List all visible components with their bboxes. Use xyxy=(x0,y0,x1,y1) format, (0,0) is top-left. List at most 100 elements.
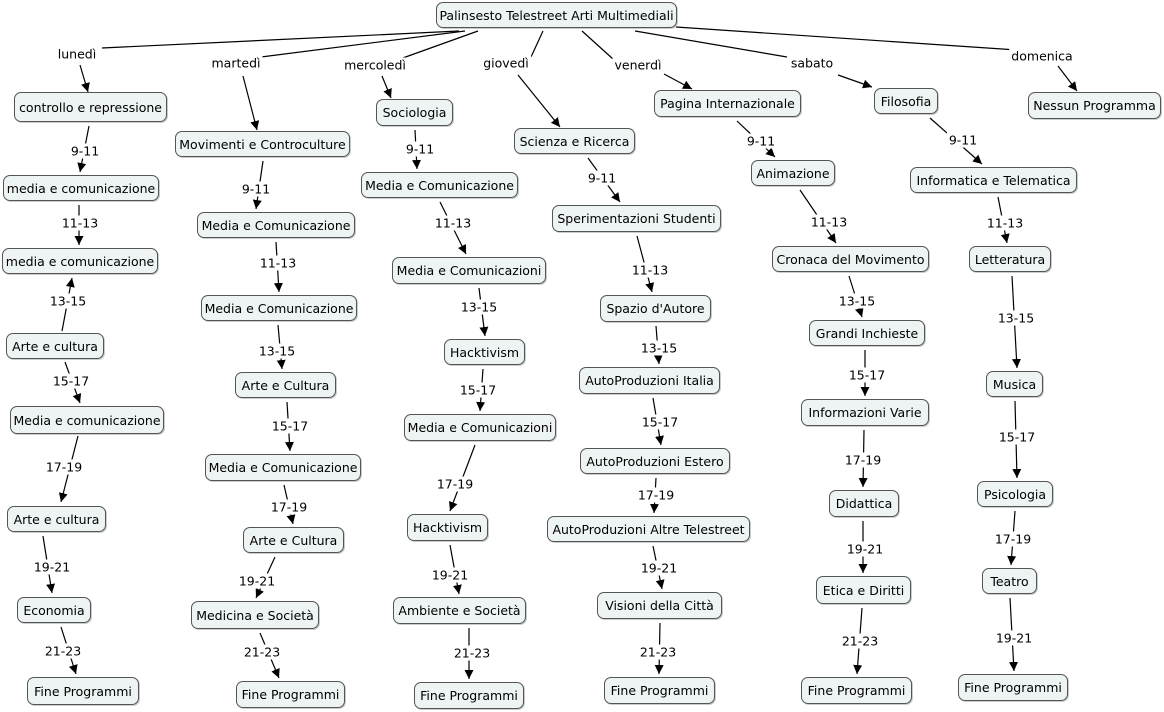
node-lunedi-fine-programmi: Fine Programmi xyxy=(27,677,139,705)
node-mercoledi-hacktivism: Hacktivism xyxy=(444,339,525,365)
link-root-venerdi xyxy=(581,30,614,60)
link-root-sabato xyxy=(634,30,788,58)
node-giovedi-fine-programmi: Fine Programmi xyxy=(604,677,715,704)
slot-label-sabato-13-15: 13-15 xyxy=(995,310,1037,326)
day-label-lunedi: lunedì xyxy=(55,46,99,62)
slot-label-sabato-9-11: 9-11 xyxy=(946,132,980,148)
node-martedi-media-e-comunicazione: Media e Comunicazione xyxy=(205,454,361,481)
node-lunedi-media-e-comunicazione: media e comunicazione xyxy=(3,175,159,201)
node-martedi-medicina-e-societa: Medicina e Società xyxy=(191,601,319,629)
slot-label-venerdi-13-15: 13-15 xyxy=(836,293,878,309)
slot-label-mercoledi-15-17: 15-17 xyxy=(457,382,499,398)
link-venerdi-first xyxy=(663,73,693,90)
node-lunedi-media-e-comunicazione: media e comunicazione xyxy=(2,248,158,274)
slot-label-giovedi-15-17: 15-17 xyxy=(639,414,681,430)
node-martedi-movimenti-e-controculture: Movimenti e Controculture xyxy=(175,131,350,157)
node-venerdi-informazioni-varie: Informazioni Varie xyxy=(801,399,929,426)
day-label-venerdi: venerdì xyxy=(612,57,664,73)
node-venerdi-animazione: Animazione xyxy=(751,160,835,186)
link-root-domenica xyxy=(675,26,1018,51)
link-root-giovedi xyxy=(530,30,544,58)
node-martedi-media-e-comunicazione: Media e Comunicazione xyxy=(201,295,357,321)
node-giovedi-visioni-della-citta: Visioni della Città xyxy=(597,592,722,619)
slot-label-sabato-15-17: 15-17 xyxy=(996,429,1038,445)
slot-label-lunedi-17-19: 17-19 xyxy=(43,459,85,475)
node-venerdi-cronaca-del-movimento: Cronaca del Movimento xyxy=(772,246,929,272)
node-martedi-media-e-comunicazione: Media e Comunicazione xyxy=(197,212,355,238)
slot-label-giovedi-19-21: 19-21 xyxy=(638,560,680,576)
link-mercoledi-first xyxy=(381,75,392,99)
slot-label-martedi-19-21: 19-21 xyxy=(236,573,278,589)
node-lunedi-economia: Economia xyxy=(17,597,91,623)
node-martedi-arte-e-cultura: Arte e Cultura xyxy=(243,527,344,553)
slot-label-lunedi-15-17: 15-17 xyxy=(50,373,92,389)
link-root-lunedi xyxy=(101,30,460,49)
slot-label-martedi-17-19: 17-19 xyxy=(268,499,310,515)
node-giovedi-autoproduzioni-italia: AutoProduzioni Italia xyxy=(579,367,720,394)
link-martedi-first xyxy=(242,75,260,131)
node-mercoledi-fine-programmi: Fine Programmi xyxy=(414,682,524,709)
slot-label-venerdi-17-19: 17-19 xyxy=(842,452,884,468)
node-lunedi-arte-e-cultura: Arte e cultura xyxy=(7,506,106,532)
slot-label-venerdi-21-23: 21-23 xyxy=(839,633,881,649)
node-mercoledi-media-e-comunicazioni: Media e Comunicazioni xyxy=(392,257,546,284)
slot-label-lunedi-13-15: 13-15 xyxy=(47,293,89,309)
slot-label-sabato-11-13: 11-13 xyxy=(984,215,1026,231)
node-sabato-teatro: Teatro xyxy=(982,568,1037,594)
root-node: Palinsesto Telestreet Arti Multimediali xyxy=(436,2,677,28)
node-venerdi-pagina-internazionale: Pagina Internazionale xyxy=(654,90,801,117)
node-lunedi-controllo-e-repressione: controllo e repressione xyxy=(14,92,167,122)
slot-label-venerdi-15-17: 15-17 xyxy=(846,367,888,383)
node-giovedi-sperimentazioni-studenti: Sperimentazioni Studenti xyxy=(552,205,721,232)
slot-label-mercoledi-17-19: 17-19 xyxy=(434,476,476,492)
day-label-mercoledi: mercoledì xyxy=(342,57,408,73)
node-sabato-informatica-e-telematica: Informatica e Telematica xyxy=(910,167,1077,193)
node-martedi-arte-e-cultura: Arte e Cultura xyxy=(235,372,336,398)
slot-label-martedi-21-23: 21-23 xyxy=(241,644,283,660)
slot-label-mercoledi-21-23: 21-23 xyxy=(451,645,493,661)
node-giovedi-autoproduzioni-altre-telestreet: AutoProduzioni Altre Telestreet xyxy=(547,516,750,542)
node-sabato-musica: Musica xyxy=(986,371,1043,397)
slot-label-venerdi-19-21: 19-21 xyxy=(844,541,886,557)
node-venerdi-didattica: Didattica xyxy=(829,490,899,517)
slot-label-mercoledi-11-13: 11-13 xyxy=(432,215,474,231)
link-root-martedi xyxy=(260,30,466,58)
node-giovedi-autoproduzioni-estero: AutoProduzioni Estero xyxy=(580,448,730,474)
slot-label-giovedi-11-13: 11-13 xyxy=(629,262,671,278)
slot-label-martedi-9-11: 9-11 xyxy=(239,181,273,197)
link-root-mercoledi xyxy=(399,30,479,60)
day-label-domenica: domenica xyxy=(1009,48,1075,64)
slot-label-giovedi-17-19: 17-19 xyxy=(635,487,677,503)
link-domenica-first xyxy=(1057,65,1078,92)
slot-label-martedi-11-13: 11-13 xyxy=(257,255,299,271)
slot-label-giovedi-13-15: 13-15 xyxy=(638,340,680,356)
node-giovedi-scienza-e-ricerca: Scienza e Ricerca xyxy=(514,128,635,154)
slot-label-venerdi-9-11: 9-11 xyxy=(744,133,778,149)
slot-label-mercoledi-13-15: 13-15 xyxy=(458,299,500,315)
slot-label-martedi-13-15: 13-15 xyxy=(256,343,298,359)
slot-label-giovedi-9-11: 9-11 xyxy=(585,170,619,186)
node-sabato-psicologia: Psicologia xyxy=(977,481,1053,507)
slot-label-mercoledi-9-11: 9-11 xyxy=(403,141,437,157)
link-sabato-first xyxy=(837,74,873,89)
day-label-martedi: martedì xyxy=(209,55,263,71)
node-venerdi-grandi-inchieste: Grandi Inchieste xyxy=(809,320,925,346)
slot-label-mercoledi-19-21: 19-21 xyxy=(429,567,471,583)
link-giovedi-first xyxy=(517,74,561,128)
slot-label-venerdi-11-13: 11-13 xyxy=(808,214,850,230)
slot-label-lunedi-11-13: 11-13 xyxy=(59,215,101,231)
node-venerdi-etica-e-diritti: Etica e Diritti xyxy=(816,576,911,604)
slot-label-sabato-19-21: 19-21 xyxy=(993,630,1035,646)
day-label-sabato: sabato xyxy=(788,55,836,71)
slot-label-giovedi-21-23: 21-23 xyxy=(637,644,679,660)
node-mercoledi-ambiente-e-societa: Ambiente e Società xyxy=(393,597,526,624)
link-lunedi-first xyxy=(79,64,90,93)
slot-label-lunedi-19-21: 19-21 xyxy=(31,559,73,575)
node-martedi-fine-programmi: Fine Programmi xyxy=(236,681,345,708)
node-sabato-letteratura: Letteratura xyxy=(969,246,1051,272)
node-venerdi-fine-programmi: Fine Programmi xyxy=(801,677,912,704)
slot-label-lunedi-21-23: 21-23 xyxy=(42,643,84,659)
node-lunedi-media-e-comunicazione: Media e comunicazione xyxy=(10,406,164,434)
node-mercoledi-sociologia: Sociologia xyxy=(376,99,453,126)
